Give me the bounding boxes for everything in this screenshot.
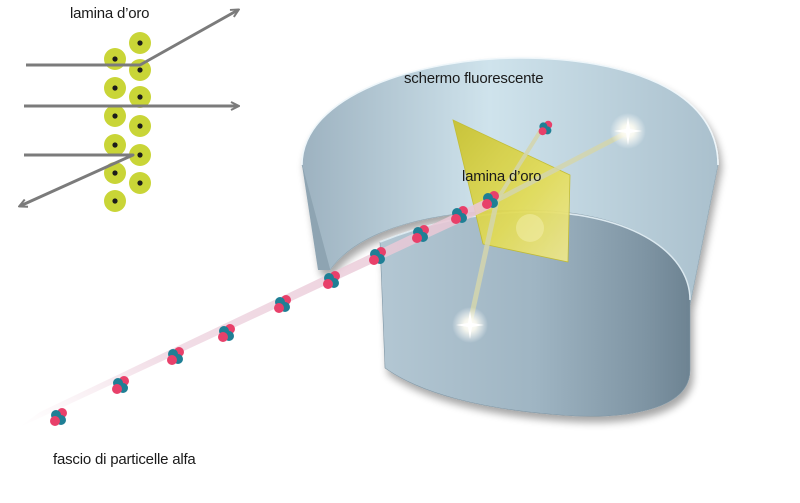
alpha-particle <box>167 347 184 365</box>
gold-nucleus <box>104 162 126 184</box>
alpha-particle <box>112 376 129 394</box>
alpha-particle <box>369 247 386 265</box>
alpha-beam-label: fascio di particelle alfa <box>53 451 196 468</box>
alpha-particle <box>538 120 553 136</box>
scintillation-flash <box>610 113 646 149</box>
gold-nucleus <box>104 77 126 99</box>
scintillation-flash <box>452 307 488 343</box>
alpha-particle <box>412 225 429 243</box>
gold-foil-label: lamina d’oro <box>462 168 542 185</box>
gold-nucleus <box>104 134 126 156</box>
gold-nucleus <box>129 32 151 54</box>
alpha-particle <box>218 324 235 342</box>
gold-foil-inset <box>20 10 238 212</box>
deflected-trajectory-arrow <box>26 10 238 67</box>
alpha-particle <box>274 295 291 313</box>
gold-nucleus <box>129 144 151 166</box>
gold-nuclei <box>104 32 151 212</box>
alpha-particle <box>50 408 67 426</box>
gold-nucleus <box>129 115 151 137</box>
gold-nucleus <box>104 105 126 127</box>
gold-nucleus <box>129 172 151 194</box>
alpha-particle <box>323 271 340 289</box>
alpha-particle <box>482 191 499 209</box>
gold-nucleus <box>104 48 126 70</box>
alpha-particles <box>50 120 553 426</box>
gold-foil-inset-label: lamina d’oro <box>70 5 150 22</box>
gold-nucleus <box>129 86 151 108</box>
backscattered-trajectory-arrow <box>20 153 135 206</box>
gold-nucleus <box>104 190 126 212</box>
alpha-particle <box>451 206 468 224</box>
scattered-paths <box>467 128 631 326</box>
fluorescent-screen-label: schermo fluorescente <box>404 70 544 87</box>
